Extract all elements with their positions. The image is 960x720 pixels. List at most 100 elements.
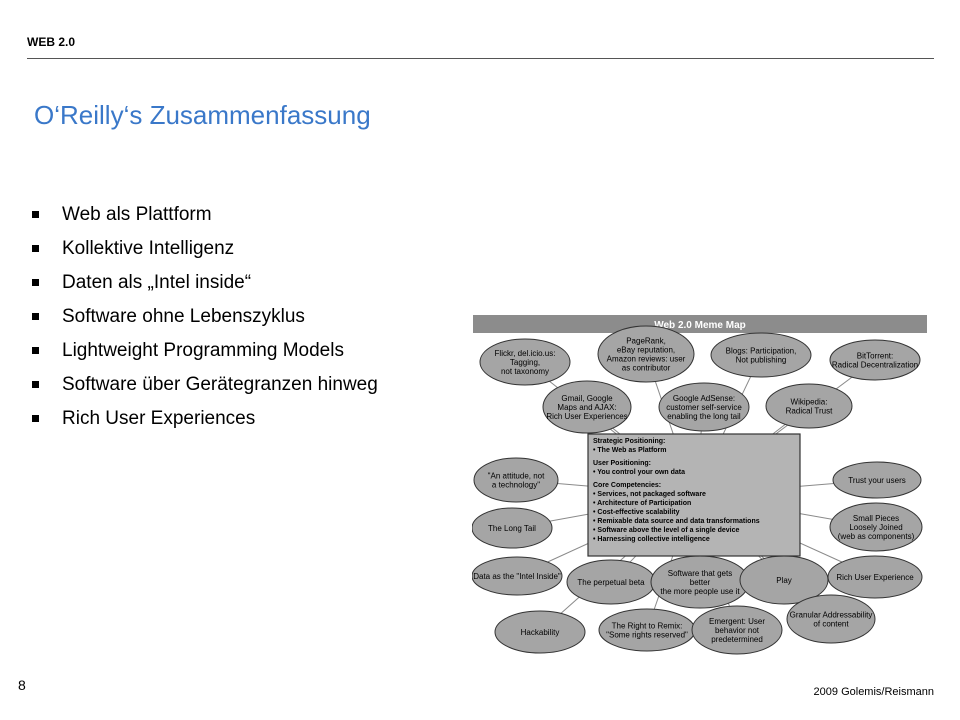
bubble-label: The Right to Remix: xyxy=(612,622,683,631)
bullet-square-icon xyxy=(32,245,39,252)
bullet-square-icon xyxy=(32,313,39,320)
bullet-square-icon xyxy=(32,279,39,286)
bullet-square-icon xyxy=(32,211,39,218)
bubble-shape xyxy=(710,332,812,378)
bullet-item: Lightweight Programming Models xyxy=(32,334,378,368)
meme-bubble: The perpetual beta xyxy=(566,559,656,605)
page-number: 8 xyxy=(18,677,26,693)
bullet-item: Web als Plattform xyxy=(32,198,378,232)
core-box-item: • Software above the level of a single d… xyxy=(593,527,739,534)
meme-bubble: BitTorrent:Radical Decentralization xyxy=(829,339,921,381)
bubble-shape xyxy=(472,556,563,596)
core-box-heading: User Positioning: xyxy=(593,460,651,467)
meme-bubbles: Flickr, del.icio.us:Tagging,not taxonomy… xyxy=(472,325,923,655)
core-box-item: • Services, not packaged software xyxy=(593,491,706,498)
web20-meme-map: Web 2.0 Meme Map Flickr, del.icio.us:Tag… xyxy=(472,314,928,659)
header-divider xyxy=(27,58,934,59)
bubble-label: Granular Addressability xyxy=(790,611,873,620)
bubble-label: Rich User Experiences xyxy=(546,412,627,421)
bubble-label: not taxonomy xyxy=(501,367,549,376)
bubble-label: Loosely Joined xyxy=(849,523,902,532)
bubble-label: Gmail, Google xyxy=(561,394,613,403)
bubble-label: Wikipedia: xyxy=(791,398,828,407)
bubble-label: Radical Trust xyxy=(786,407,833,416)
meme-bubble: Blogs: Participation,Not publishing xyxy=(710,332,812,378)
meme-bubble: Wikipedia:Radical Trust xyxy=(765,383,853,429)
bullet-text: Daten als „Intel inside“ xyxy=(62,272,252,293)
bubble-label: a technology" xyxy=(492,481,540,490)
bubble-shape xyxy=(473,457,559,503)
bubble-label: Rich User Experience xyxy=(836,573,914,582)
meme-bubble: The Long Tail xyxy=(472,507,553,549)
core-box-item: • Architecture of Participation xyxy=(593,500,691,507)
bubble-label: The Long Tail xyxy=(488,524,536,533)
bubble-label: Small Pieces xyxy=(853,514,899,523)
bubble-shape xyxy=(827,555,923,599)
bubble-label: Blogs: Participation, xyxy=(726,347,797,356)
bubble-label: Data as the "Intel Inside" xyxy=(473,572,561,581)
meme-bubble: Data as the "Intel Inside" xyxy=(472,556,563,596)
bullet-text: Web als Plattform xyxy=(62,204,212,225)
meme-bubble: Trust your users xyxy=(832,461,922,499)
bubble-label: eBay reputation, xyxy=(617,346,675,355)
bubble-label: Emergent: User xyxy=(709,617,765,626)
slide-title: O‘Reilly‘s Zusammenfassung xyxy=(34,100,371,130)
bubble-shape xyxy=(479,338,571,386)
core-competencies-box: Strategic Positioning:• The Web as Platf… xyxy=(587,433,801,557)
bubble-shape xyxy=(829,339,921,381)
core-box-item: • You control your own data xyxy=(593,469,685,476)
bubble-label: enabling the long tail xyxy=(667,412,741,421)
bullet-item: Daten als „Intel inside“ xyxy=(32,266,378,300)
bubble-label: Software that gets xyxy=(668,569,732,578)
bubble-label: better xyxy=(690,578,711,587)
bullet-text: Software ohne Lebenszyklus xyxy=(62,306,305,327)
meme-bubble: Google AdSense:customer self-serviceenab… xyxy=(658,382,750,432)
bubble-label: Hackability xyxy=(521,628,560,637)
bubble-label: PageRank, xyxy=(626,337,666,346)
meme-bubble: Rich User Experience xyxy=(827,555,923,599)
bubble-label: Tagging, xyxy=(510,358,540,367)
bullet-item: Rich User Experiences xyxy=(32,402,378,436)
core-box-heading: Strategic Positioning: xyxy=(593,438,665,445)
bubble-shape xyxy=(691,605,783,655)
meme-bubble: PageRank,eBay reputation,Amazon reviews:… xyxy=(597,325,695,383)
bubble-shape xyxy=(597,325,695,383)
bullet-square-icon xyxy=(32,381,39,388)
bullet-square-icon xyxy=(32,347,39,354)
bubble-label: as contributor xyxy=(622,364,671,373)
bubble-label: "Some rights reserved" xyxy=(606,631,688,640)
bubble-label: Google AdSense: xyxy=(673,394,735,403)
core-box-frame xyxy=(587,433,801,557)
core-box-item: • Remixable data source and data transfo… xyxy=(593,518,760,525)
bubble-shape xyxy=(472,507,553,549)
meme-bubble: Hackability xyxy=(494,610,586,654)
core-box-heading: Core Competencies: xyxy=(593,482,661,489)
bubble-label: behavior not xyxy=(715,626,760,635)
bubble-label: The perpetual beta xyxy=(577,578,645,587)
bubble-shape xyxy=(494,610,586,654)
meme-bubble: The Right to Remix:"Some rights reserved… xyxy=(598,608,696,652)
bubble-label: "An attitude, not xyxy=(488,472,545,481)
bubble-label: Not publishing xyxy=(736,356,787,365)
bubble-label: BitTorrent: xyxy=(857,352,893,361)
bubble-label: the more people use it xyxy=(660,587,740,596)
meme-map-title: Web 2.0 Meme Map xyxy=(654,320,746,331)
bullet-item: Software über Gerätegranzen hinweg xyxy=(32,368,378,402)
bubble-shape xyxy=(829,502,923,552)
bubble-shape xyxy=(658,382,750,432)
bullet-item: Kollektive Intelligenz xyxy=(32,232,378,266)
bullet-text: Kollektive Intelligenz xyxy=(62,238,235,259)
bullet-text: Lightweight Programming Models xyxy=(62,340,344,361)
bubble-shape xyxy=(786,594,876,644)
copyright: 2009 Golemis/Reismann xyxy=(813,686,934,698)
meme-map-title-bar xyxy=(473,315,927,333)
bubble-shape xyxy=(832,461,922,499)
bullet-item: Software ohne Lebenszyklus xyxy=(32,300,378,334)
bullet-square-icon xyxy=(32,415,39,422)
